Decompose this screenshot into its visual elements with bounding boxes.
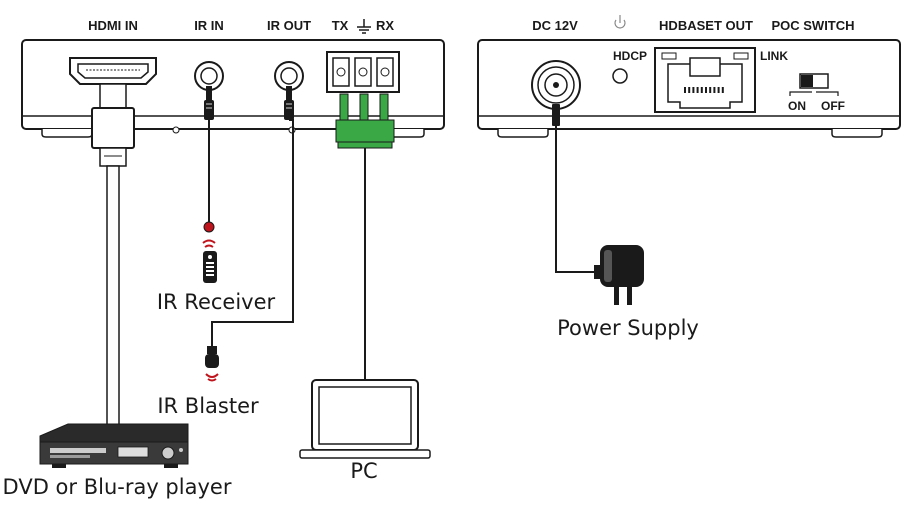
hdmi-in-port (69, 57, 157, 85)
hdcp-label: HDCP (613, 49, 647, 63)
power-supply-label: Power Supply (557, 316, 699, 340)
ir-receiver-cable (203, 120, 215, 233)
pc-label: PC (350, 459, 377, 483)
power-cable (555, 126, 598, 273)
ir-in-label: IR IN (194, 18, 224, 33)
tx-label: TX (332, 18, 349, 33)
dvd-player-icon (39, 423, 189, 468)
ir-receiver-label: IR Receiver (157, 290, 276, 314)
laptop-icon (299, 379, 431, 459)
poc-off-label: OFF (821, 99, 845, 113)
poc-switch (789, 73, 839, 96)
power-icon (614, 15, 626, 29)
hdbaset-out-label: HDBASET OUT (659, 18, 753, 33)
rs232-terminal-block (326, 51, 400, 93)
signal-waves-icon (205, 373, 219, 382)
hdmi-cable (91, 83, 135, 427)
rx-label: RX (376, 18, 394, 33)
signal-waves-icon (202, 239, 216, 248)
poc-on-label: ON (788, 99, 806, 113)
ir-blaster-emitter (205, 346, 219, 368)
ir-blaster-cable (211, 119, 294, 346)
hdcp-led (612, 68, 628, 84)
ir-in-port (194, 61, 224, 120)
ground-icon (357, 19, 371, 34)
dc-12v-port (531, 60, 581, 126)
ir-out-port (274, 61, 304, 120)
rs232-green-plug (335, 93, 395, 149)
ir-blaster-label: IR Blaster (157, 394, 259, 418)
ir-out-label: IR OUT (267, 18, 311, 33)
ir-remote-icon (203, 251, 217, 283)
poc-switch-label: POC SWITCH (771, 18, 854, 33)
hdmi-in-label: HDMI IN (88, 18, 138, 33)
dc-12v-label: DC 12V (532, 18, 578, 33)
hdbaset-out-port (654, 47, 756, 113)
dvd-player-label: DVD or Blu-ray player (3, 475, 232, 499)
power-adapter-icon (594, 245, 644, 305)
link-label: LINK (760, 49, 788, 63)
